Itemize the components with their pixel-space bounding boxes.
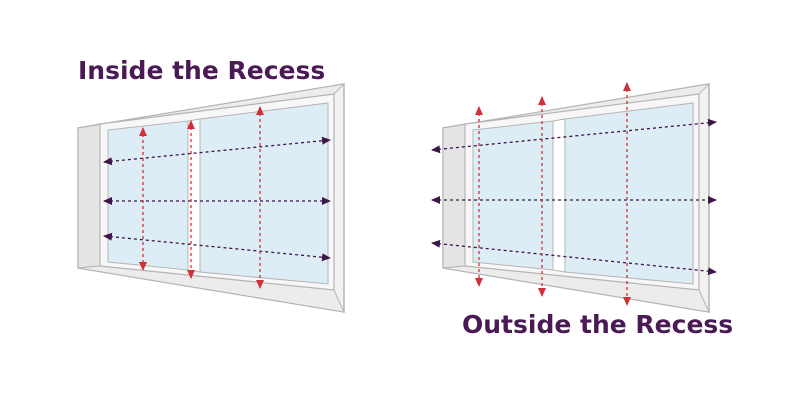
window-pane-left — [107, 120, 189, 271]
window-pane-left — [472, 120, 554, 271]
window-outside-recess — [431, 82, 717, 313]
window-inside-recess — [77, 83, 346, 313]
title-inside-the-recess: Inside the Recess — [78, 56, 326, 85]
title-outside-the-recess: Outside the Recess — [462, 310, 734, 339]
window-mullion — [187, 118, 201, 273]
window-pane-right — [564, 102, 694, 285]
recess-left-wall — [442, 123, 466, 269]
window-mullion — [552, 118, 566, 273]
recess-left-wall — [77, 123, 101, 269]
window-pane-right — [199, 102, 329, 285]
